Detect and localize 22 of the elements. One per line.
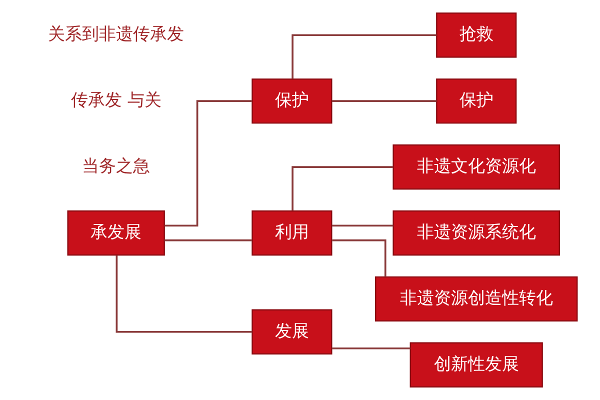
node-box: 非遗资源创造性转化 xyxy=(374,276,578,322)
label: 传承发 与关 xyxy=(70,90,161,111)
node-box: 承发展 xyxy=(66,210,164,256)
connector xyxy=(291,166,393,211)
node-box: 发展 xyxy=(251,309,332,354)
node-box: 保护 xyxy=(436,78,516,124)
label: 关系到非遗传承发 xyxy=(48,24,184,45)
node-box: 非遗文化资源化 xyxy=(392,144,560,190)
node-box: 创新性发展 xyxy=(409,342,542,388)
connector xyxy=(164,239,252,242)
connector xyxy=(332,239,386,277)
connector xyxy=(115,255,252,333)
label: 当务之急 xyxy=(82,156,150,177)
node-box: 非遗资源系统化 xyxy=(392,210,560,256)
node-box: 利用 xyxy=(251,210,332,256)
connector xyxy=(331,100,436,102)
connector xyxy=(291,34,436,79)
connector xyxy=(331,224,393,227)
connector xyxy=(164,100,252,227)
node-box: 保护 xyxy=(251,78,332,124)
connector xyxy=(331,347,410,350)
node-box: 抢救 xyxy=(436,12,516,58)
